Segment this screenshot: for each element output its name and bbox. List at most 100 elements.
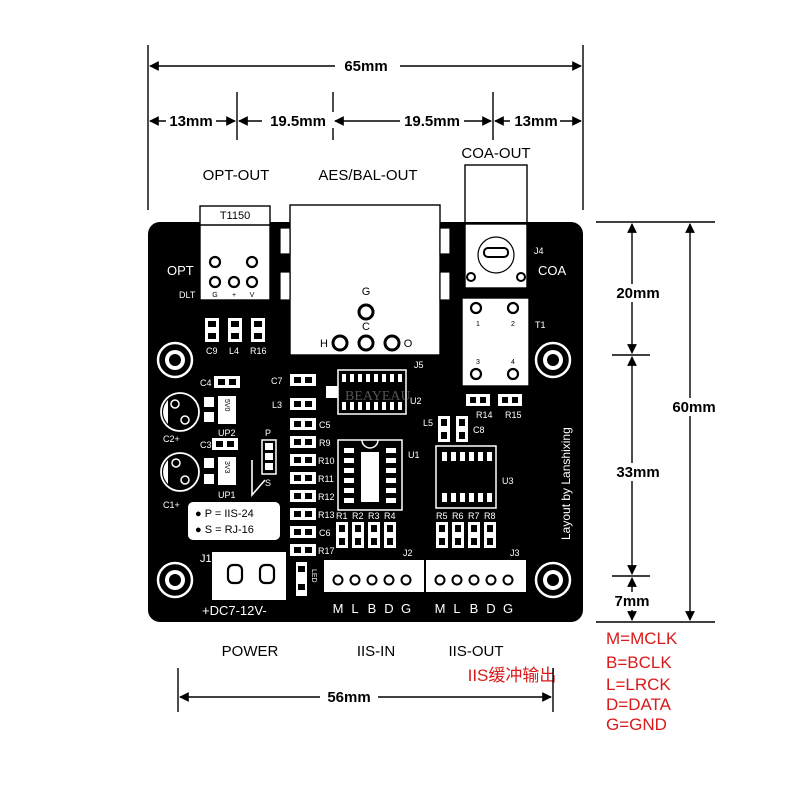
layout-by-label: Layout by Lanshixing xyxy=(559,427,573,540)
label-r9: R9 xyxy=(319,438,331,448)
ps-jumper xyxy=(261,439,277,475)
label-iis-buffer-cn: IIS缓冲输出 xyxy=(468,666,557,685)
capacitor-c1 xyxy=(160,452,200,492)
label-dc: +DC7-12V- xyxy=(202,603,267,618)
label-l4: L4 xyxy=(229,346,239,356)
label-led: LED xyxy=(310,569,317,583)
chip-u1 xyxy=(337,439,403,511)
smd-vertical-group xyxy=(205,318,265,342)
legend-gnd: G=GND xyxy=(606,715,667,734)
label-up1: UP1 xyxy=(218,490,236,500)
top-dimensions: 65mm 13mm 19.5mm 19.5mm 13mm xyxy=(147,45,584,210)
chip-u3 xyxy=(435,445,497,509)
smd-column-left xyxy=(290,374,316,556)
led xyxy=(296,562,307,596)
label-r3: R3 xyxy=(368,511,380,521)
xlr-pin-c: C xyxy=(362,321,370,333)
mounting-hole xyxy=(534,561,572,599)
opt-pin-v: V xyxy=(250,292,255,299)
label-s: S xyxy=(265,478,271,488)
xlr-pin-h: H xyxy=(320,338,328,350)
label-r11: R11 xyxy=(318,474,334,484)
t1-pin-2: 2 xyxy=(511,321,515,328)
coa-jack-body xyxy=(464,164,528,228)
j2-pin-g: G xyxy=(401,601,411,616)
label-opt-out: OPT-OUT xyxy=(203,167,270,184)
legend-p: ● P = IIS-24 xyxy=(195,508,254,520)
label-r16: R16 xyxy=(250,346,267,356)
label-dlt: DLT xyxy=(179,290,196,300)
bottom-dimension: 56mm xyxy=(177,668,554,712)
label-u3: U3 xyxy=(502,476,514,486)
label-r13: R13 xyxy=(318,510,335,520)
dim-v1: 20mm xyxy=(616,285,659,302)
label-c9: C9 xyxy=(206,346,218,356)
dim-v3: 7mm xyxy=(614,593,649,610)
pcb-board: T1150 G + V OPT DLT G C H O J5 J4 COA xyxy=(148,204,583,622)
label-t1150: T1150 xyxy=(220,210,250,222)
resistor-array-left xyxy=(336,522,396,548)
opt-pin-g: G xyxy=(212,292,217,299)
opt-module xyxy=(199,205,271,301)
label-c8: C8 xyxy=(473,425,485,435)
t1-pin-4: 4 xyxy=(511,359,515,366)
j3-pin-d: D xyxy=(486,601,495,616)
label-5v0: 5V0 xyxy=(223,399,230,412)
dim-v2: 33mm xyxy=(616,464,659,481)
xlr-pin-o: O xyxy=(404,338,413,350)
dim-total-height: 60mm xyxy=(672,399,715,416)
chip-u2 xyxy=(326,369,407,415)
label-aes-bal-out: AES/BAL-OUT xyxy=(318,167,417,184)
jumper-legend xyxy=(188,502,280,540)
label-r1: R1 xyxy=(336,511,348,521)
j3-pin-b: B xyxy=(470,601,479,616)
mounting-hole xyxy=(156,561,194,599)
label-iis-out: IIS-OUT xyxy=(449,643,504,660)
label-r2: R2 xyxy=(352,511,364,521)
label-p: P xyxy=(265,428,271,438)
t1-pin-3: 3 xyxy=(476,359,480,366)
label-j4: J4 xyxy=(534,246,544,256)
label-3v3: 3V3 xyxy=(223,461,230,474)
dim-seg2: 19.5mm xyxy=(270,113,326,130)
j3-pin-m: M xyxy=(435,601,446,616)
label-r12: R12 xyxy=(318,492,335,502)
label-j3: J3 xyxy=(510,548,520,558)
label-u2: U2 xyxy=(410,396,422,406)
dim-seg1: 13mm xyxy=(169,113,212,130)
legend-bclk: B=BCLK xyxy=(606,653,672,672)
legend-data: D=DATA xyxy=(606,695,672,714)
pin-legend: M=MCLK B=BCLK L=LRCK D=DATA G=GND xyxy=(606,629,678,734)
label-r4: R4 xyxy=(384,511,396,521)
legend-s: ● S = RJ-16 xyxy=(195,524,254,536)
label-up2: UP2 xyxy=(218,428,236,438)
label-c4: C4 xyxy=(200,378,212,388)
label-c7: C7 xyxy=(271,376,283,386)
label-u1: U1 xyxy=(408,450,420,460)
mounting-hole xyxy=(534,341,572,379)
mounting-hole xyxy=(156,341,194,379)
watermark: BEAYEAU xyxy=(345,389,411,404)
label-r6: R6 xyxy=(452,511,464,521)
label-c2: C2+ xyxy=(163,434,180,444)
label-r8: R8 xyxy=(484,511,496,521)
dim-total-width: 65mm xyxy=(344,58,387,75)
label-c5: C5 xyxy=(319,420,331,430)
label-j2: J2 xyxy=(403,548,413,558)
label-opt: OPT xyxy=(167,263,194,278)
xlr-connector xyxy=(289,204,441,356)
capacitor-c2 xyxy=(160,392,200,432)
xlr-pin-g: G xyxy=(362,286,371,298)
label-iis-in: IIS-IN xyxy=(357,643,395,660)
opt-pin-plus: + xyxy=(232,292,236,299)
label-c6: C6 xyxy=(319,528,331,538)
legend-mclk: M=MCLK xyxy=(606,629,678,648)
label-r14: R14 xyxy=(476,410,493,420)
j2-pin-b: B xyxy=(368,601,377,616)
j2-pin-d: D xyxy=(384,601,393,616)
label-coa: COA xyxy=(538,263,567,278)
right-dimensions: 20mm 33mm 7mm 60mm xyxy=(596,221,724,623)
label-r7: R7 xyxy=(468,511,480,521)
label-c3: C3 xyxy=(200,440,212,450)
